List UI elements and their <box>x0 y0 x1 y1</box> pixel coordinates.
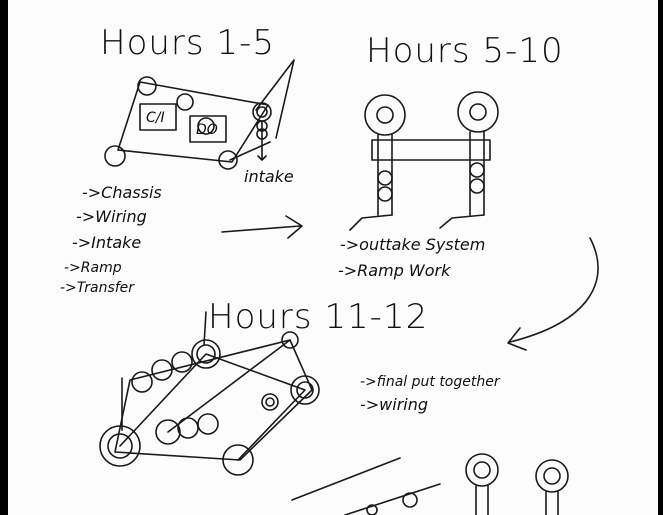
section-1-note-4: ->Ramp <box>64 260 122 276</box>
section-2-note-2: ->Ramp Work <box>338 261 451 280</box>
section-title-hours-11-12: Hours 11-12 <box>208 297 428 337</box>
chassis-label-2: DO <box>196 122 218 138</box>
section-title-hours-5-10: Hours 5-10 <box>366 31 564 71</box>
section-1-note-1: ->Chassis <box>82 183 162 202</box>
section-3-note-1: ->final put together <box>360 374 501 390</box>
section-1-note-2: ->Wiring <box>76 207 147 226</box>
intake-callout: intake <box>244 167 294 186</box>
paper-background <box>8 0 658 515</box>
section-2-note-1: ->outtake System <box>340 235 485 254</box>
section-title-hours-1-5: Hours 1-5 <box>100 23 275 63</box>
section-3-note-2: ->wiring <box>360 395 428 414</box>
section-1-note-3: ->Intake <box>72 233 141 252</box>
chassis-label-1: C/I <box>146 110 165 126</box>
section-1-note-5: ->Transfer <box>60 280 135 296</box>
